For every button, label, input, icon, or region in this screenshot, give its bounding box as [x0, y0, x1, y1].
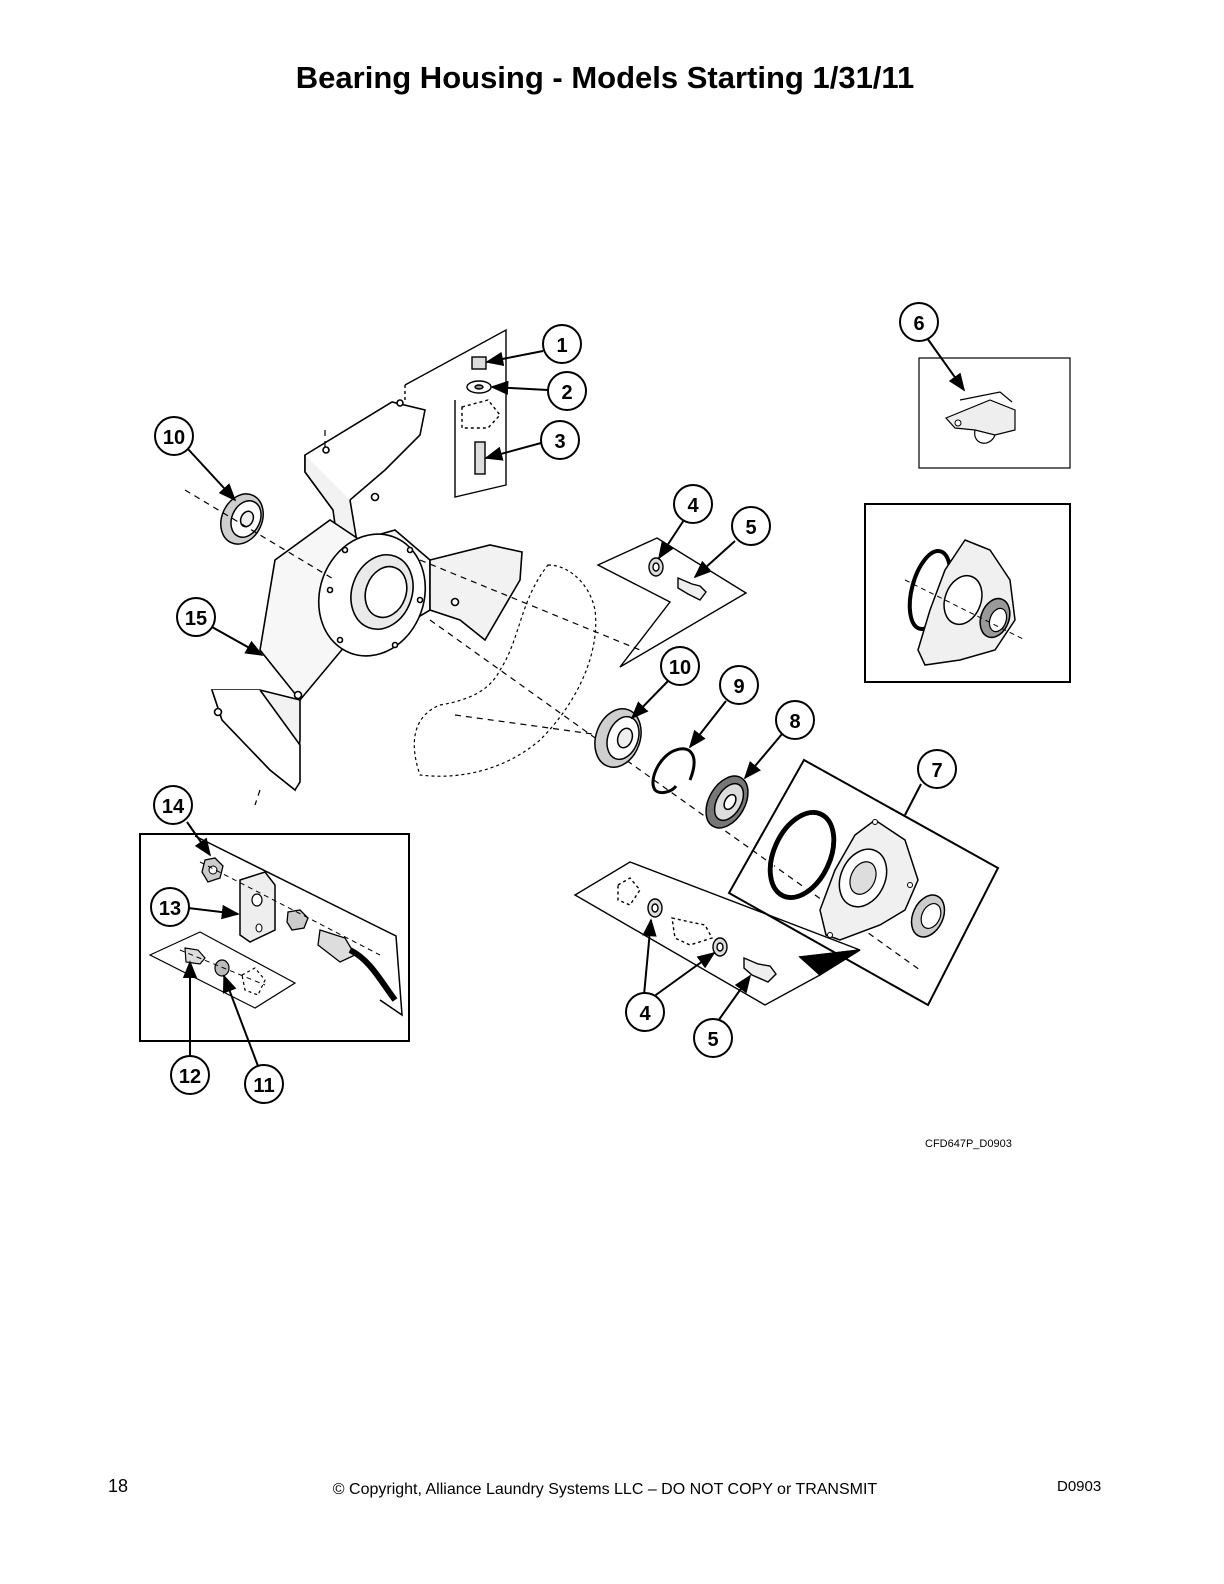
callout-7: 7 — [917, 749, 957, 789]
svg-text:8: 8 — [789, 711, 800, 733]
callout-4-upper: 4 — [673, 484, 713, 524]
bearing-cover-group-7 — [727, 758, 1000, 1007]
callout-15: 15 — [176, 597, 216, 637]
svg-text:2: 2 — [561, 382, 572, 404]
svg-text:15: 15 — [185, 608, 207, 630]
callout-13: 13 — [150, 887, 190, 927]
svg-text:5: 5 — [745, 517, 756, 539]
callout-10-center: 10 — [660, 646, 700, 686]
svg-text:10: 10 — [669, 657, 691, 679]
document-id: D0903 — [1057, 1478, 1102, 1495]
callout-5-lower: 5 — [693, 1018, 733, 1058]
callout-1: 1 — [542, 324, 582, 364]
fastener-group-4-5-lower — [573, 861, 861, 1006]
svg-text:4: 4 — [687, 495, 699, 517]
leader-lines — [182, 337, 966, 1067]
figure-code: CFD647P_D0903 — [925, 1138, 1012, 1150]
svg-text:6: 6 — [913, 313, 924, 335]
callout-12: 12 — [170, 1055, 210, 1095]
callout-8: 8 — [775, 700, 815, 740]
callout-4-lower: 4 — [625, 992, 665, 1032]
svg-text:7: 7 — [931, 760, 942, 782]
callout-14: 14 — [153, 785, 193, 825]
callout-5-upper: 5 — [731, 506, 771, 546]
svg-text:13: 13 — [159, 898, 181, 920]
svg-text:11: 11 — [253, 1075, 274, 1097]
callout-6: 6 — [899, 302, 939, 342]
page-number: 18 — [108, 1476, 129, 1496]
callout-11: 11 — [244, 1064, 284, 1104]
bearing-10-left — [220, 493, 264, 545]
svg-text:9: 9 — [733, 676, 744, 698]
bearing-10-center — [594, 708, 642, 768]
seal-8 — [705, 775, 749, 829]
bearing-housing-drawing — [210, 399, 523, 792]
svg-text:1: 1 — [556, 335, 567, 357]
svg-text:5: 5 — [707, 1029, 718, 1051]
svg-text:4: 4 — [639, 1003, 651, 1025]
svg-text:3: 3 — [554, 431, 565, 453]
inset-bracket-6 — [918, 357, 1071, 469]
svg-text:14: 14 — [162, 796, 185, 818]
assembly-axis-lines — [184, 430, 921, 971]
copyright-notice: © Copyright, Alliance Laundry Systems LL… — [332, 1481, 878, 1498]
callout-9: 9 — [719, 665, 759, 705]
callout-2: 2 — [547, 371, 587, 411]
inset-assembled-cover — [864, 503, 1071, 683]
retaining-ring-9 — [651, 747, 696, 795]
svg-text:10: 10 — [163, 427, 185, 449]
fastener-group-4-5-upper — [596, 537, 748, 668]
page-title: Bearing Housing - Models Starting 1/31/1… — [295, 60, 915, 95]
callout-3: 3 — [540, 420, 580, 460]
callout-10-left: 10 — [154, 416, 194, 456]
svg-text:12: 12 — [179, 1066, 201, 1088]
shield-plate-outline — [413, 564, 597, 777]
inset-sensor-assembly — [139, 833, 410, 1042]
